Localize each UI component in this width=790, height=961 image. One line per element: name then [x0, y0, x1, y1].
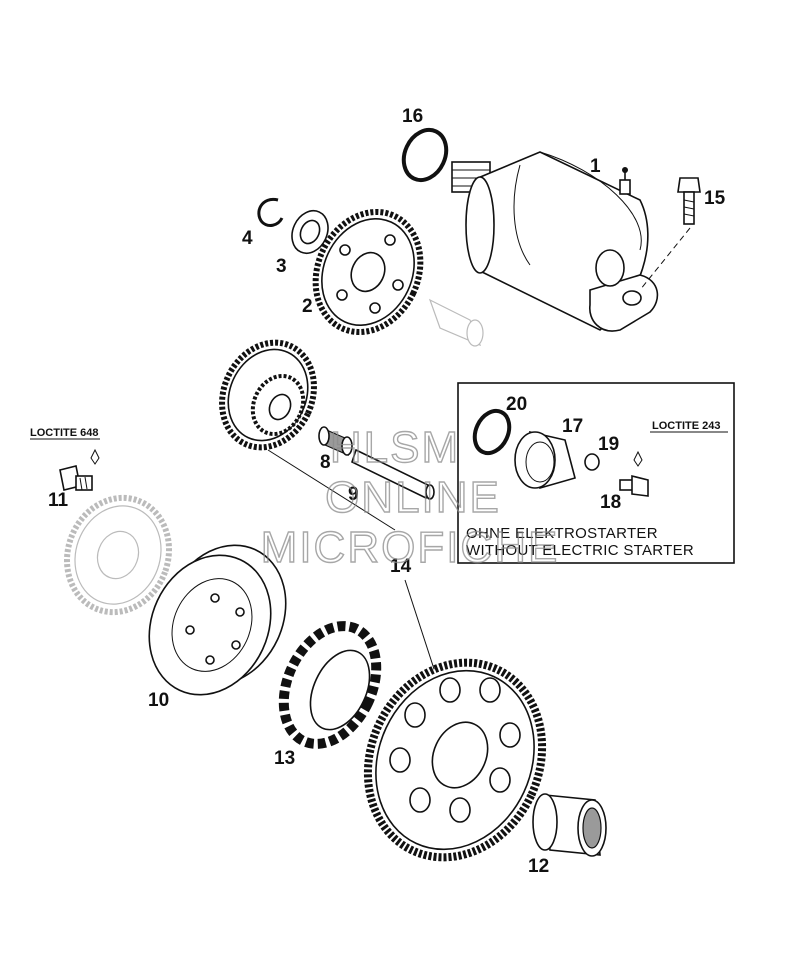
starter-gear-14[interactable] [337, 634, 574, 886]
watermark-line3: MICROFICHE [261, 523, 560, 572]
screw-18[interactable] [619, 474, 649, 497]
needle-bearing-8[interactable] [318, 426, 353, 456]
leader-14-lower [404, 579, 436, 673]
callout-4: 4 [242, 228, 253, 249]
shaft-9[interactable] [351, 448, 435, 500]
callout-2: 2 [302, 296, 313, 317]
watermark-line2: ONLINE [325, 473, 501, 522]
washer-3[interactable] [285, 205, 334, 259]
inset-box [457, 382, 735, 564]
callout-16: 16 [402, 106, 423, 127]
washer-19[interactable] [584, 453, 600, 471]
callout-13: 13 [274, 748, 295, 769]
starter-motor[interactable] [451, 151, 659, 332]
inset-text-line2: WITHOUT ELECTRIC STARTER [466, 542, 694, 559]
double-gear-14[interactable] [205, 327, 330, 462]
o-ring-16[interactable] [396, 123, 454, 187]
callout-11: 11 [48, 490, 69, 511]
callout-20: 20 [506, 394, 527, 415]
bushing-ghost [428, 298, 484, 347]
callout-18: 18 [600, 492, 621, 513]
callout-17: 17 [562, 416, 583, 437]
leader-14-upper [267, 449, 396, 531]
primary-gear-ghost [63, 494, 173, 616]
needle-bearing-12[interactable] [532, 793, 607, 857]
circlip-4[interactable] [257, 197, 284, 227]
freewheel-13[interactable] [266, 611, 395, 759]
callout-19: 19 [598, 434, 619, 455]
callout-1: 1 [590, 156, 601, 177]
flywheel-hub-10[interactable] [127, 525, 308, 715]
callout-15: 15 [704, 188, 726, 209]
inset-text-line1: OHNE ELEKTROSTARTER [466, 525, 658, 542]
callout-8: 8 [320, 452, 331, 473]
loctite-drop-right [633, 450, 643, 467]
bolt-15[interactable] [639, 177, 701, 291]
callout-10: 10 [148, 690, 169, 711]
screw-11[interactable] [30, 438, 100, 491]
o-ring-20[interactable] [468, 405, 516, 458]
callout-3: 3 [276, 256, 287, 277]
callout-9: 9 [348, 484, 359, 505]
loctite-648-label: LOCTITE 648 [30, 427, 98, 439]
loctite-243-label: LOCTITE 243 [652, 420, 720, 432]
cover-cap-17[interactable] [514, 430, 576, 490]
callout-12: 12 [528, 856, 549, 877]
callout-14: 14 [390, 556, 412, 577]
intermediate-gear-2[interactable] [296, 195, 439, 350]
watermark-line1: HLSM [330, 423, 460, 472]
